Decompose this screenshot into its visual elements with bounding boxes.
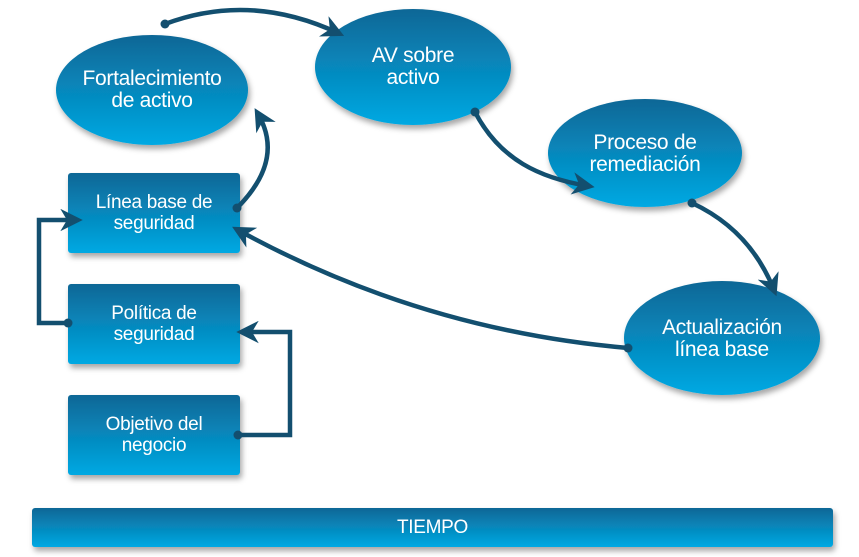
node-label: de activo xyxy=(111,89,193,112)
node-label: línea base xyxy=(675,338,769,361)
connectors xyxy=(36,7,779,438)
shapes xyxy=(32,9,833,547)
timeline-label: TIEMPO xyxy=(396,517,469,538)
arrow-fortalecimiento-to-av xyxy=(164,7,345,37)
node-politica-shape xyxy=(68,284,240,364)
timeline-bar xyxy=(32,508,833,547)
arrow-objetivo-to-politica xyxy=(236,320,293,438)
node-objetivo-shape xyxy=(68,395,240,475)
arrow-actualizacion-to-linea-base xyxy=(232,226,629,351)
node-label: AV sobre xyxy=(371,44,455,67)
arrow-proceso-to-actualizacion xyxy=(691,200,779,297)
arrow-politica-to-linea-base xyxy=(36,208,83,326)
node-label: Objetivo del xyxy=(105,414,203,435)
node-linea-base-shape xyxy=(68,173,240,253)
node-label: negocio xyxy=(121,435,187,456)
node-label: Proceso de xyxy=(593,131,697,154)
node-label: Política de xyxy=(111,303,197,324)
node-label: Fortalecimiento xyxy=(82,67,222,90)
node-av-shape xyxy=(315,9,511,125)
connector-dots xyxy=(63,19,697,440)
node-label: seguridad xyxy=(113,213,195,234)
node-label: Línea base de xyxy=(95,192,213,213)
node-label: Actualización xyxy=(662,316,782,339)
node-label: remediación xyxy=(589,153,701,176)
node-label: activo xyxy=(386,66,440,89)
arrow-linea-base-to-fortalecimiento xyxy=(235,108,276,210)
node-proceso-shape xyxy=(548,99,742,207)
node-actualizacion-shape xyxy=(624,281,820,395)
arrow-av-to-proceso xyxy=(473,110,595,195)
node-fortalecimiento-shape xyxy=(56,35,248,145)
node-label: seguridad xyxy=(113,324,195,345)
